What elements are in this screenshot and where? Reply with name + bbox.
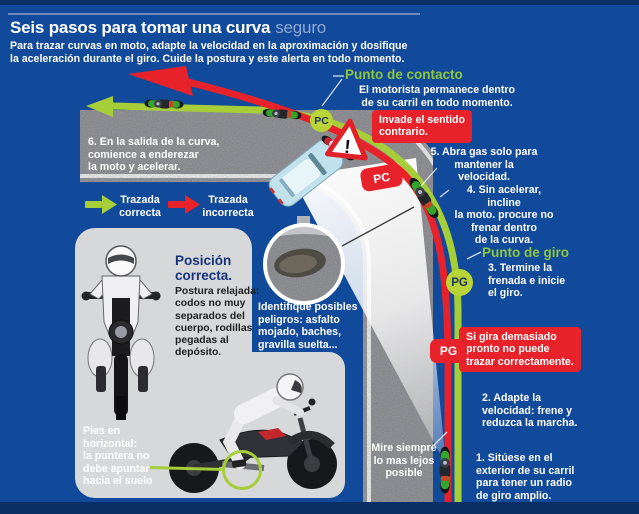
contact-point-body: El motorista permanece dentro de su carr…	[358, 84, 515, 109]
turn-marker-correct: PG	[446, 269, 473, 296]
svg-text:!: !	[343, 137, 351, 159]
page-subtitle: Para trazar curvas en moto, adapte la ve…	[10, 40, 408, 66]
page-title-main: Seis pasos para tomar una curva	[10, 18, 271, 37]
top-bar	[0, 0, 639, 5]
position-title: Posición correcta.	[175, 253, 233, 283]
foot-highlight-ring	[222, 450, 262, 490]
contact-point-title: Punto de contacto	[345, 67, 463, 82]
legend-incorrect-label: Trazada incorrecta	[202, 194, 254, 219]
legend-correct-arrow-icon	[85, 195, 117, 214]
rider-front-view	[81, 245, 161, 420]
warning-triangle-icon: !	[325, 118, 368, 161]
feet-note: Pies en horizontal: la puntera no debe a…	[83, 425, 153, 487]
step-6: 6. En la salida de la curva, comience a …	[88, 136, 220, 173]
pothole-pointer-line	[341, 206, 415, 247]
step-4: 4. Sin acelerar, incline la moto. procur…	[454, 184, 554, 246]
legend-correct-label: Trazada correcta	[119, 194, 161, 219]
pointer-lines	[321, 75, 482, 447]
page-title-suffix: seguro	[275, 18, 327, 37]
incorrect-trajectory-line	[187, 78, 452, 506]
hazards-note: Identifique posibles peligros: asfalto m…	[258, 301, 358, 351]
position-body: Postura relajada: codos no muy separados…	[175, 286, 260, 359]
step-5: 5. Abra gas solo para mantener la veloci…	[430, 146, 538, 183]
incorrect-arrow-icon	[128, 66, 193, 96]
legend-incorrect-arrow-icon	[168, 195, 200, 214]
look-ahead-note: Mire siempre lo mas lejos posible	[371, 442, 437, 479]
step-1: 1. Sitúese en el exterior de su carril p…	[476, 452, 575, 502]
correct-arrow-icon	[86, 96, 113, 117]
turn-marker-incorrect: PG	[430, 339, 467, 363]
contact-marker-correct: PC	[310, 109, 333, 132]
header-divider	[8, 13, 420, 15]
bottom-bar	[0, 502, 639, 514]
sight-cone	[302, 158, 446, 465]
step-3: 3. Termine la frenada e inicie el giro.	[488, 262, 566, 299]
invade-warning-box: Invade el sentido contrario.	[372, 110, 472, 143]
step-2: 2. Adapte la velocidad: frene y reduzca …	[482, 392, 578, 429]
turn-point-title: Punto de giro	[482, 245, 569, 260]
early-turn-warning-box: Si gira demasiado pronto no puede trazar…	[459, 327, 581, 372]
